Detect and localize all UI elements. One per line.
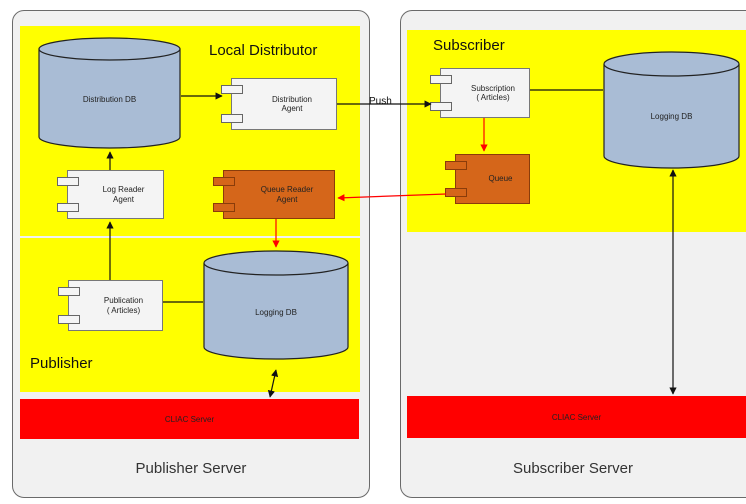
queue-tab-top xyxy=(445,161,467,170)
distribution-agent-tab-bottom xyxy=(221,114,243,123)
subscriber-server-label: Subscriber Server xyxy=(512,460,634,477)
subscription-tab-top xyxy=(430,75,452,84)
log-reader-agent-tab-bottom xyxy=(57,203,79,212)
distribution-agent: Distribution Agent xyxy=(221,78,337,130)
publication-tab-top xyxy=(58,287,80,296)
subscription-label: Subscription ( Articles) xyxy=(470,83,516,102)
publication-tab-bottom xyxy=(58,315,80,324)
queue-reader-agent-label: Queue Reader Agent xyxy=(260,185,314,204)
subscription: Subscription ( Articles) xyxy=(430,68,530,118)
push-label: Push xyxy=(369,96,392,107)
subscriber-cluac-server: CLIAC Server xyxy=(407,396,746,438)
distribution-agent-label: Distribution Agent xyxy=(271,94,312,113)
distribution-db: Distribution DB xyxy=(38,37,181,149)
distribution-db-cylinder xyxy=(38,37,181,149)
publisher-logging-db: Logging DB xyxy=(203,250,349,360)
publication: Publication ( Articles) xyxy=(58,280,163,331)
publisher-label: Publisher xyxy=(30,355,93,372)
subscriber-label: Subscriber xyxy=(433,37,505,54)
subscriber-logging-db-cylinder xyxy=(603,51,740,169)
log-reader-agent: Log Reader Agent xyxy=(57,170,164,219)
subscriber-logging-db: Logging DB xyxy=(603,50,740,170)
log-reader-agent-tab-top xyxy=(57,177,79,186)
queue-label: Queue xyxy=(488,174,513,184)
subscription-tab-bottom xyxy=(430,102,452,111)
publisher-logging-db-label: Logging DB xyxy=(255,308,297,317)
local-distributor-label: Local Distributor xyxy=(209,42,318,59)
publisher-logging-db-cylinder xyxy=(203,250,349,360)
queue-reader-agent-tab-top xyxy=(213,177,235,186)
distribution-db-label: Distribution DB xyxy=(82,95,137,104)
subscriber-logging-db-label: Logging DB xyxy=(650,112,693,121)
queue-reader-agent-tab-bottom xyxy=(213,203,235,212)
log-reader-agent-label: Log Reader Agent xyxy=(102,185,145,204)
publisher-cluac-server: CLIAC Server xyxy=(20,399,359,439)
publication-label: Publication ( Articles) xyxy=(103,296,144,315)
publisher-cluac-server-label: CLIAC Server xyxy=(164,414,215,424)
subscriber-cluac-server-label: CLIAC Server xyxy=(551,412,602,422)
publisher-server-label: Publisher Server xyxy=(135,460,247,477)
queue-reader-agent: Queue Reader Agent xyxy=(213,170,335,219)
distribution-agent-tab-top xyxy=(221,85,243,94)
queue-tab-bottom xyxy=(445,188,467,197)
queue: Queue xyxy=(445,154,530,204)
